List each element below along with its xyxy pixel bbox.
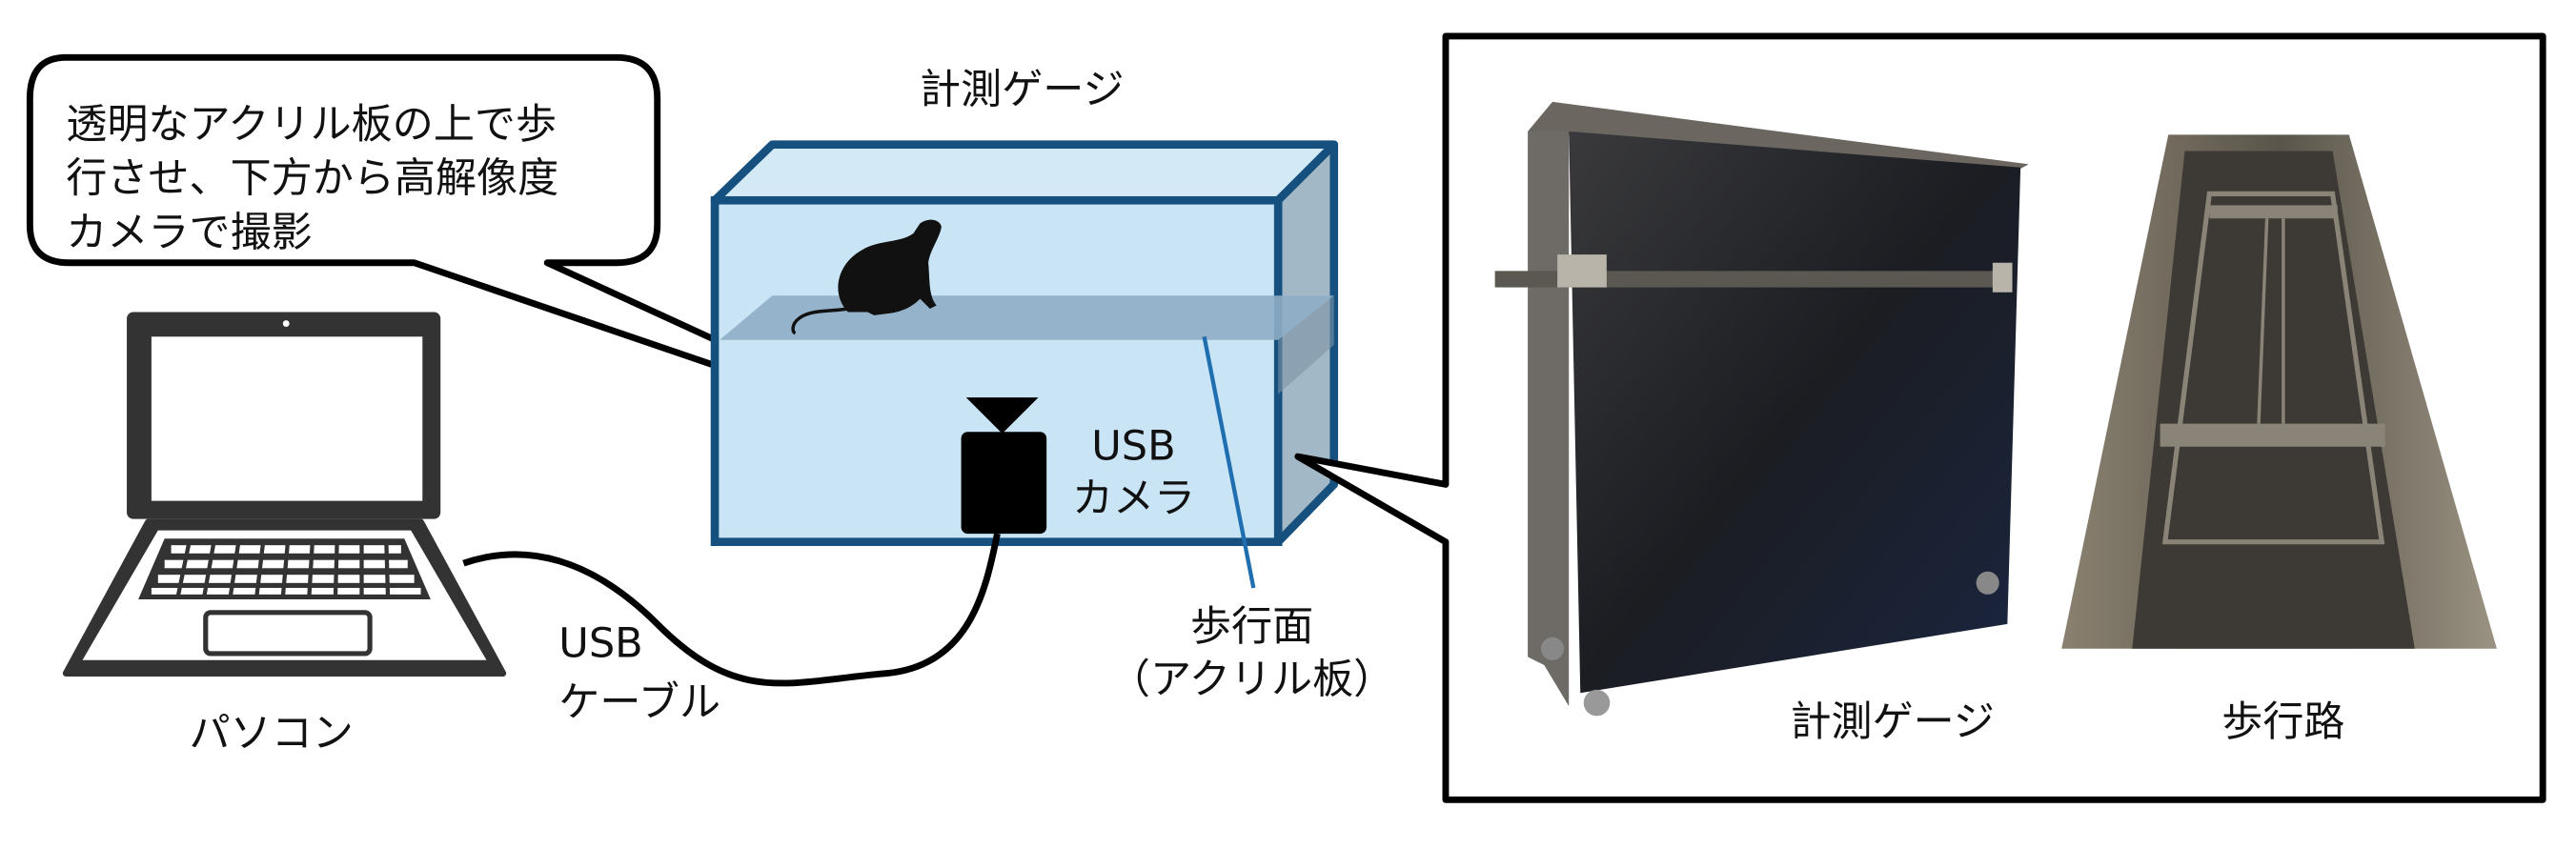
callout-line-1: 透明なアクリル板の上で歩 bbox=[66, 101, 557, 149]
surface-label-line2: （アクリル板） bbox=[1109, 656, 1394, 703]
gauge-photo bbox=[1494, 101, 2029, 717]
laptop-icon bbox=[62, 312, 507, 677]
rat-icon bbox=[791, 219, 942, 335]
surface-label-line1: 歩行面 bbox=[1190, 603, 1313, 651]
usb-cable bbox=[462, 533, 1001, 687]
laptop-label: パソコン bbox=[190, 710, 354, 758]
callout-line-3: カメラで撮影 bbox=[66, 210, 312, 257]
walkway-photo bbox=[2061, 134, 2497, 649]
gauge-title: 計測ゲージ bbox=[920, 67, 1125, 114]
camera-label-line2: カメラ bbox=[1072, 475, 1195, 523]
cable-label-line1: USB bbox=[558, 619, 642, 667]
gauge-photo-caption: 計測ゲージ bbox=[1790, 698, 1995, 746]
camera-label-line1: USB bbox=[1091, 423, 1175, 471]
callout-line-2: 行させ、下方から高解像度 bbox=[66, 155, 558, 203]
acrylic-plate bbox=[720, 295, 1334, 340]
cable-label-line2: ケーブル bbox=[558, 678, 720, 726]
surface-pointer-line bbox=[1202, 335, 1256, 589]
usb-camera-icon bbox=[961, 397, 1047, 535]
callout-bubble: 透明なアクリル板の上で歩 行させ、下方から高解像度 カメラで撮影 bbox=[26, 53, 937, 444]
photo-panel: 計測ゲージ 歩行路 bbox=[1294, 32, 2546, 803]
walkway-photo-caption: 歩行路 bbox=[2221, 698, 2344, 746]
